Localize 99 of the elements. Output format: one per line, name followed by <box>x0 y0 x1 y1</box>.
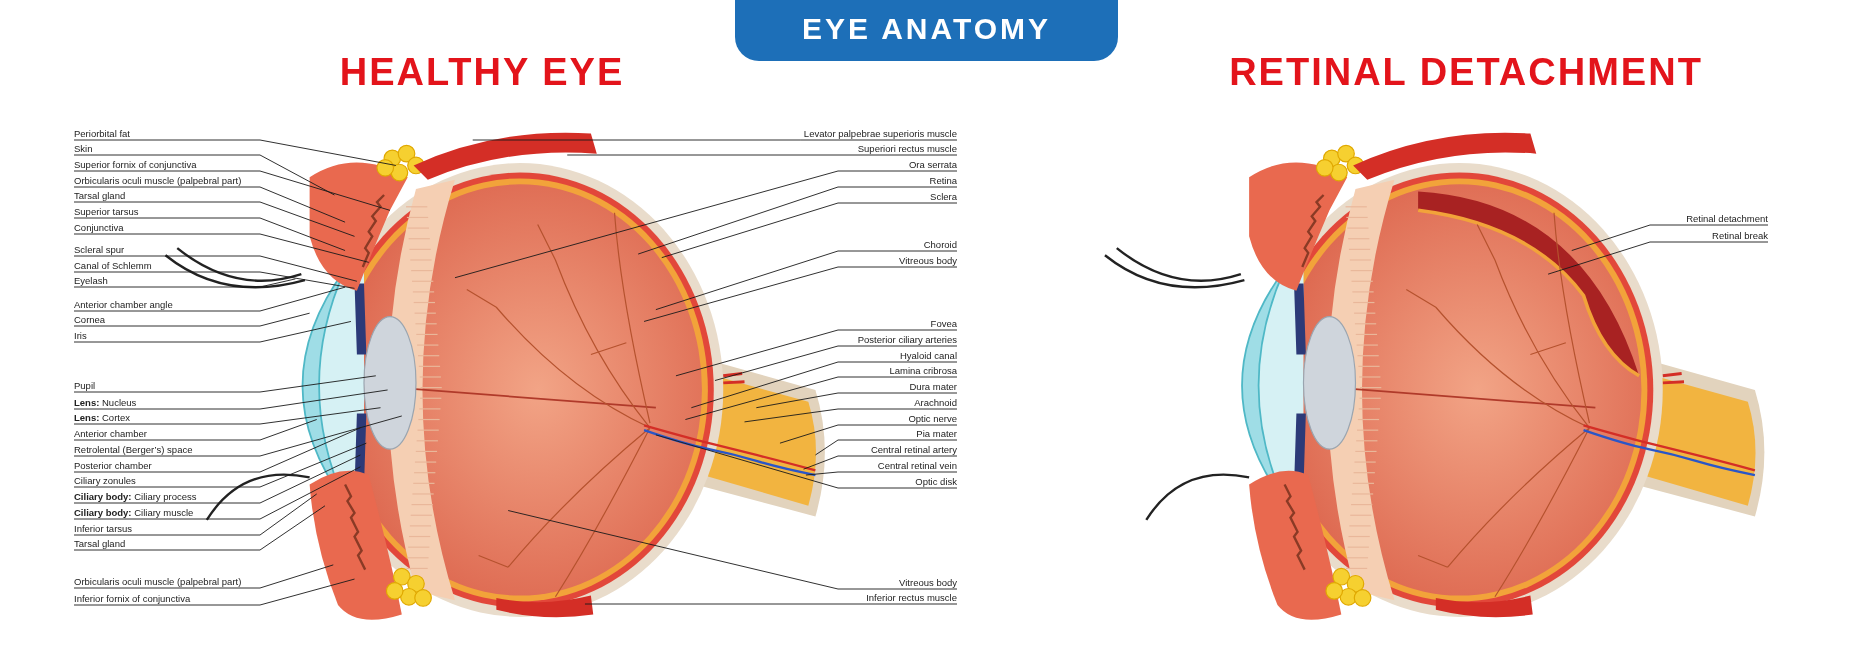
leader-line <box>566 154 958 156</box>
part-label: Optic nerve <box>908 413 957 425</box>
part-label: Vitreous body <box>899 577 957 589</box>
leader-line <box>454 170 958 279</box>
part-label: Lamina cribrosa <box>889 365 957 377</box>
leader-line <box>507 510 958 590</box>
part-label: Eyelash <box>74 275 108 287</box>
part-label: Tarsal gland <box>74 190 126 202</box>
part-label: Ora serrata <box>908 159 957 171</box>
part-label: Periorbital fat <box>74 128 130 140</box>
leader-line <box>73 201 355 237</box>
leader-line <box>714 345 958 381</box>
section-heading: HEALTHY EYE <box>339 50 625 94</box>
part-label: Inferior tarsus <box>74 523 133 535</box>
part-label: Retrolental (Berger’s) space <box>74 444 193 456</box>
leader-line <box>744 408 958 423</box>
part-label: Pupil <box>74 380 96 392</box>
leader-line <box>690 361 958 409</box>
leader-line <box>73 233 370 263</box>
leader-line <box>73 217 346 251</box>
leader-line <box>73 271 355 289</box>
part-label: Pia mater <box>916 428 957 440</box>
part-label: Retinal break <box>1712 230 1768 242</box>
section-heading: RETINAL DETACHMENT <box>1229 50 1703 94</box>
part-label: Inferior rectus muscle <box>866 592 957 604</box>
leader-line <box>73 454 361 504</box>
leader-line <box>73 255 358 282</box>
part-label: Retinal detachment <box>1686 213 1768 225</box>
leader-line <box>73 154 335 196</box>
part-label: Orbicularis oculi muscle (palpebral part) <box>74 576 242 588</box>
leader-line <box>73 415 403 457</box>
part-label: Anterior chamber angle <box>74 299 173 311</box>
leader-line <box>675 329 958 377</box>
part-label: Ciliary zonules <box>74 475 136 487</box>
part-label: Lens: Cortex <box>74 412 130 424</box>
leader-line <box>779 424 958 444</box>
leader-line <box>584 603 958 605</box>
leader-line <box>73 407 381 425</box>
leader-line <box>755 392 958 409</box>
part-label: Fovea <box>930 318 957 330</box>
leader-line <box>73 442 367 488</box>
leader-line <box>661 202 958 259</box>
part-label: Choroid <box>923 239 957 251</box>
leader-line <box>73 505 326 551</box>
leader-line <box>73 564 334 589</box>
part-label: Dura mater <box>909 381 957 393</box>
leader-line <box>814 439 958 456</box>
part-label: Skin <box>74 143 93 155</box>
leader-line <box>73 578 355 606</box>
leader-line <box>73 493 318 536</box>
leader-line <box>73 375 377 393</box>
leader-line <box>643 266 958 322</box>
leader-line <box>805 471 958 476</box>
part-label: Orbicularis oculi muscle (palpebral part) <box>74 175 242 187</box>
part-label: Anterior chamber <box>74 428 147 440</box>
leader-line <box>1547 241 1769 275</box>
part-label: Iris <box>74 330 87 342</box>
leader-line <box>73 427 361 473</box>
part-label: Hyaloid canal <box>899 350 957 362</box>
leader-line <box>803 455 958 470</box>
leader-line <box>73 278 296 288</box>
part-label: Optic disk <box>915 476 957 488</box>
part-label: Lens: Nucleus <box>74 397 137 409</box>
part-label: Arachnoid <box>914 397 957 409</box>
leader-line <box>73 389 389 410</box>
part-label: Canal of Schlemm <box>74 260 152 272</box>
part-label: Ciliary body: Ciliary process <box>74 491 197 503</box>
part-label: Inferior fornix of conjunctiva <box>74 593 191 605</box>
part-label: Ciliary body: Ciliary muscle <box>74 507 194 519</box>
leader-line <box>655 250 958 311</box>
part-label: Posterior ciliary arteries <box>857 334 957 346</box>
leader-line <box>73 170 391 211</box>
part-label: Vitreous body <box>899 255 957 267</box>
part-label: Conjunctiva <box>74 222 124 234</box>
part-label: Posterior chamber <box>74 460 152 472</box>
leader-line <box>73 186 346 223</box>
part-label: Superiori rectus muscle <box>857 143 957 155</box>
part-label: Cornea <box>74 314 106 326</box>
leader-line <box>73 466 361 520</box>
leader-line <box>472 139 958 141</box>
part-label: Retina <box>929 175 957 187</box>
part-label: Central retinal vein <box>877 460 957 472</box>
leader-line <box>655 434 958 489</box>
part-label: Superior fornix of conjunctiva <box>74 159 197 171</box>
leader-line <box>73 286 346 312</box>
leader-line <box>1571 224 1769 251</box>
part-label: Central retinal artery <box>870 444 957 456</box>
part-label: Tarsal gland <box>74 538 126 550</box>
part-label: Superior tarsus <box>74 206 139 218</box>
part-label: Sclera <box>930 191 957 203</box>
leader-line <box>73 419 318 441</box>
part-label: Scleral spur <box>74 244 125 256</box>
leader-line <box>73 312 311 327</box>
leader-line <box>73 321 352 343</box>
leader-line <box>73 139 397 166</box>
title-banner: EYE ANATOMY <box>735 0 1118 61</box>
leader-line <box>684 376 958 420</box>
leader-line <box>637 186 958 255</box>
part-label: Levator palpebrae superioris muscle <box>803 128 957 140</box>
